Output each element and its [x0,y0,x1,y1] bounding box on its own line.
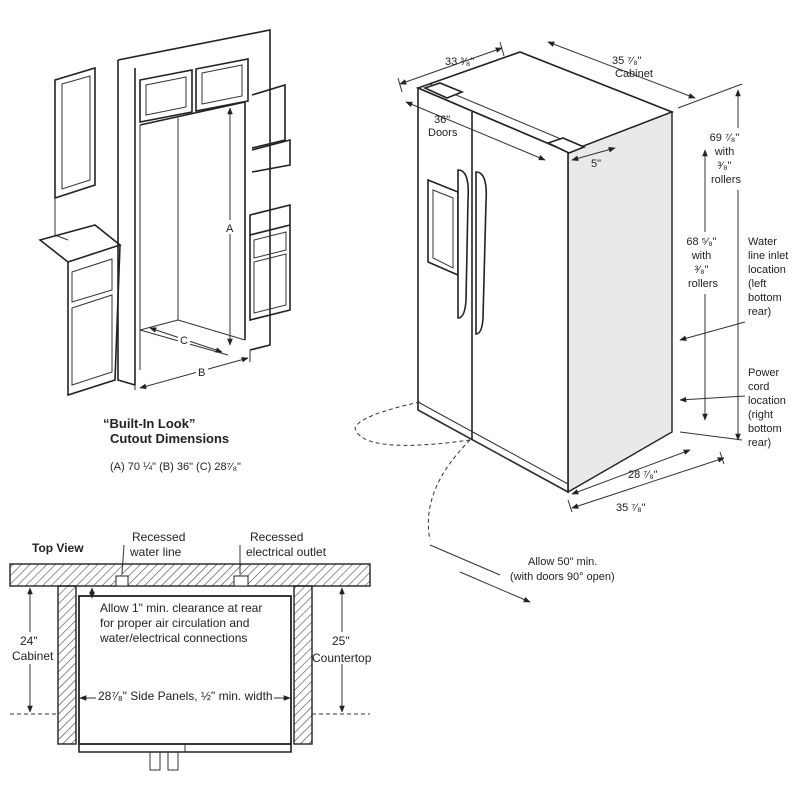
depth-top-label: 35 ⁷⁄₈" [612,55,642,67]
width-top-label: 33 ³⁄₈" [445,56,474,68]
doors-width-label: 36" [434,114,450,126]
cutout-dimensions: (A) 70 ¼" (B) 36" (C) 28⁷⁄₈" [110,461,241,473]
allow-rear-line2: for proper air circulation and [100,616,249,630]
fridge-front [417,86,569,494]
recessed-water-label-1: Recessed [132,530,185,544]
allow-50-line2: (with doors 90° open) [510,571,615,583]
recessed-water-label-2: water line [129,545,182,559]
fridge-outline [78,595,292,745]
electrical-outlet-recess [233,575,249,587]
countertop-label: Countertop [312,651,372,665]
cutout-title-line1: “Built-In Look” [103,416,195,431]
depth-35-label: 35 ⁷⁄₈" [616,502,646,514]
refrigerator-illustration: 33 ³⁄₈" 35 ⁷⁄₈" Cabinet 36" Doors 5" 69 … [354,41,791,603]
allow-50-line1: Allow 50" min. [528,556,597,568]
allow-rear-line3: water/electrical connections [99,631,247,645]
dimension-b-label: B [198,367,205,379]
overhead-cabinet-left [139,69,193,123]
left-side-panel [57,585,77,745]
hinge-offset-label: 5" [591,158,601,170]
side-panels-label: 28⁷⁄₈" Side Panels, ½" min. width [98,689,273,703]
upper-left-cabinet [54,66,96,200]
back-wall [9,563,371,587]
height-full-label: 69 ⁷⁄₈" with ³⁄₈" rollers [710,132,743,186]
right-door-swing [427,439,471,541]
water-inlet-label: Water line inlet location (left bottom r… [748,236,791,318]
top-view: Top View Recessed water line Recessed el… [9,530,374,771]
water-line-recess [115,575,129,587]
fridge-side [567,110,673,494]
depth-28-label: 28 ⁷⁄₈" [628,469,658,481]
right-side-panel [293,585,313,745]
recessed-elec-label-2: electrical outlet [246,545,327,559]
cabinet-dim: 24" [20,634,38,648]
power-cord-label: Power cord location (right bottom rear) [748,367,789,449]
dimension-a-label: A [226,223,234,235]
left-countertop [38,224,122,263]
depth-top-cabinet-label: Cabinet [615,68,653,80]
left-door-swing [354,401,471,446]
countertop-dim: 25" [332,634,350,648]
doors-label: Doors [428,127,458,139]
dimension-b-line [139,356,249,390]
left-door-handle [457,169,470,319]
enclosure-frame [117,29,271,351]
cutout-title-line2: Cutout Dimensions [110,431,229,446]
dimension-c-label: C [180,335,188,347]
cutout-illustration: A C B “Built-In Look” Cutout Dimensions … [38,29,291,473]
left-hinge [422,82,465,99]
top-view-title: Top View [32,541,84,555]
height-min-label: 68 ⁵⁄₈" with ³⁄₈" rollers [686,236,719,290]
allow-rear-line1: Allow 1" min. clearance at rear [100,601,262,615]
cabinet-label: Cabinet [12,649,54,663]
right-door-handle [475,171,488,335]
recessed-elec-label-1: Recessed [250,530,303,544]
